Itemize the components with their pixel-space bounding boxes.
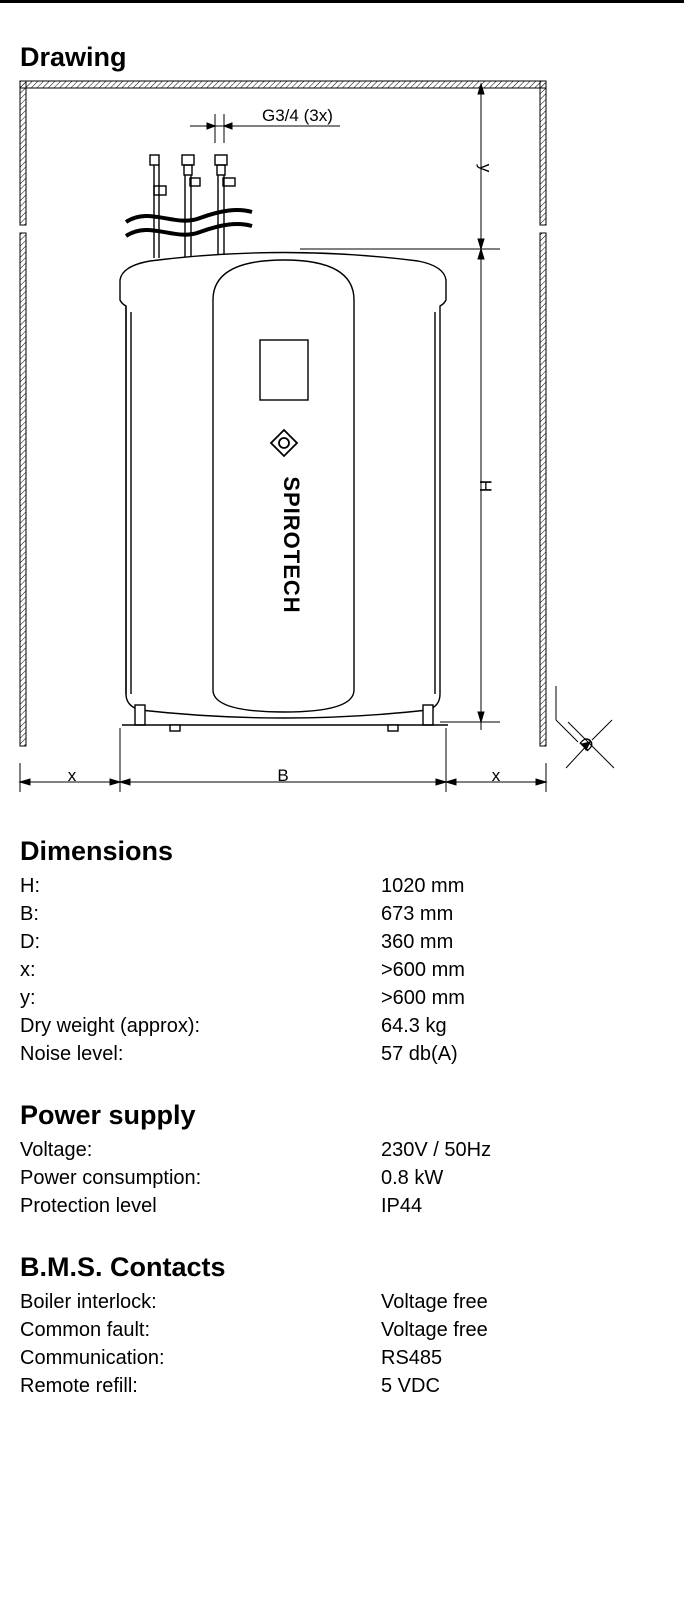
dim-y-label: y [476, 164, 495, 173]
spec-value: 57 db(A) [381, 1043, 458, 1065]
technical-drawing: G3/4 (3x) SPIROTECH y H [18, 80, 615, 792]
pipe-break-lines [124, 208, 253, 238]
spec-row-x: x: >600 mm [20, 956, 660, 984]
dimensions-heading: Dimensions [20, 836, 174, 866]
spec-row-d: D: 360 mm [20, 928, 660, 956]
spec-row-h: H: 1020 mm [20, 872, 660, 900]
spec-row-voltage: Voltage: 230V / 50Hz [20, 1136, 660, 1164]
spec-label: D: [20, 931, 40, 953]
spec-label: Noise level: [20, 1043, 124, 1065]
spec-label: Remote refill: [20, 1375, 138, 1397]
spec-row-noise-level: Noise level: 57 db(A) [20, 1040, 660, 1068]
power-supply-heading: Power supply [20, 1100, 196, 1130]
spec-label: Power consumption: [20, 1167, 202, 1189]
spec-label: x: [20, 959, 36, 981]
unit-body [119, 251, 448, 732]
spec-label: Dry weight (approx): [20, 1015, 201, 1037]
power-supply-list: Voltage: 230V / 50Hz Power consumption: 0.… [20, 1136, 660, 1220]
spec-row-remote-refill: Remote refill: 5 VDC [20, 1372, 660, 1400]
enclosure-walls [19, 80, 547, 747]
dim-x-left-label: x [68, 766, 77, 785]
spec-value: 1020 mm [381, 875, 465, 897]
spec-value: 0.8 kW [381, 1167, 444, 1189]
spirotech-logo: SPIROTECH [269, 428, 304, 614]
spec-value: 360 mm [381, 931, 454, 953]
spec-row-dry-weight: Dry weight (approx): 64.3 kg [20, 1012, 660, 1040]
spec-value: >600 mm [381, 987, 465, 1009]
spec-row-common-fault: Common fault: Voltage free [20, 1316, 660, 1344]
drawing-heading: Drawing [20, 42, 127, 72]
spec-label: Communication: [20, 1347, 165, 1369]
height-dimensions [300, 82, 500, 730]
dim-h-label: H [476, 480, 495, 492]
spec-value: 673 mm [381, 903, 454, 925]
spec-row-boiler-interlock: Boiler interlock: Voltage free [20, 1288, 660, 1316]
pipe-size-label: G3/4 (3x) [262, 106, 333, 125]
spec-row-communication: Communication: RS485 [20, 1344, 660, 1372]
bms-contacts-list: Boiler interlock: Voltage free Common fau… [20, 1288, 660, 1400]
spec-label: Boiler interlock: [20, 1291, 157, 1313]
spec-label: B: [20, 903, 39, 925]
spec-value: >600 mm [381, 959, 465, 981]
spec-label: H: [20, 875, 40, 897]
pipe-size-dimension [190, 114, 340, 143]
spec-row-power-consumption: Power consumption: 0.8 kW [20, 1164, 660, 1192]
pipe-connections [149, 154, 236, 258]
spec-label: Voltage: [20, 1139, 93, 1161]
dim-x-right-label: x [492, 766, 501, 785]
spec-value: RS485 [381, 1347, 443, 1369]
top-rule [0, 0, 684, 3]
spec-value: Voltage free [381, 1319, 488, 1341]
spec-value: Voltage free [381, 1291, 488, 1313]
spec-value: 5 VDC [381, 1375, 440, 1397]
spec-row-protection-level: Protection level IP44 [20, 1192, 660, 1220]
spec-value: IP44 [381, 1195, 423, 1217]
dim-d-label: D [576, 733, 598, 755]
spec-label: Common fault: [20, 1319, 151, 1341]
brand-text: SPIROTECH [279, 476, 304, 613]
spec-row-b: B: 673 mm [20, 900, 660, 928]
spec-value: 64.3 kg [381, 1015, 447, 1037]
dimensions-list: H: 1020 mm B: 673 mm D: 360 mm x: >600 mm y:… [20, 872, 660, 1068]
spec-value: 230V / 50Hz [381, 1139, 492, 1161]
spec-label: y: [20, 987, 36, 1009]
width-dimensions [18, 728, 548, 792]
depth-dimension [555, 686, 615, 769]
dim-b-label: B [277, 766, 288, 785]
spec-label: Protection level [20, 1195, 157, 1217]
spec-row-y: y: >600 mm [20, 984, 660, 1012]
bms-contacts-heading: B.M.S. Contacts [20, 1252, 226, 1282]
